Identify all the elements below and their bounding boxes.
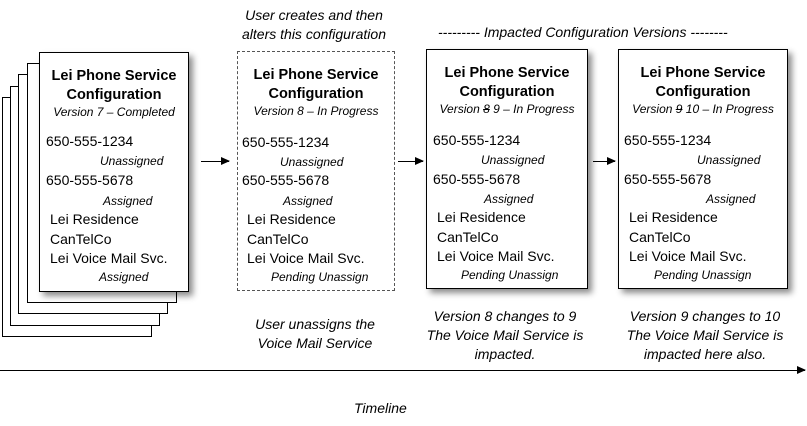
note-line-3: impacted here also. xyxy=(643,346,767,362)
card-title: Lei Phone Service Configuration xyxy=(619,64,787,102)
note-line-2: The Voice Mail Service is xyxy=(626,327,784,343)
card-title: Lei Phone Service Configuration xyxy=(238,66,394,104)
residence-line: Lei Residence xyxy=(437,209,526,225)
note-line-2: Voice Mail Service xyxy=(257,335,373,351)
phone-number-1-status: Unassigned xyxy=(697,153,761,167)
phone-number-2: 650-555-5678 xyxy=(624,171,712,187)
config-card-version-10: Lei Phone Service Configuration Version … xyxy=(618,49,788,289)
version-struck-number: 9 xyxy=(675,102,683,116)
note-line-3: impacted. xyxy=(474,346,536,362)
phone-number-1-status: Unassigned xyxy=(100,154,164,168)
voicemail-status: Pending Unassign xyxy=(271,270,369,284)
residence-line: Lei Residence xyxy=(50,211,139,227)
top-note-line-1: User creates and then xyxy=(245,7,383,23)
voicemail-line: Lei Voice Mail Svc. xyxy=(50,250,168,266)
note-line-1: Version 9 changes to 10 xyxy=(629,308,781,324)
voicemail-status: Assigned xyxy=(99,270,149,284)
carrier-line: CanTelCo xyxy=(629,229,691,245)
phone-number-1-status: Unassigned xyxy=(280,155,344,169)
carrier-line: CanTelCo xyxy=(50,231,112,247)
voicemail-line: Lei Voice Mail Svc. xyxy=(629,248,747,264)
phone-number-1-status: Unassigned xyxy=(481,153,545,167)
voicemail-line: Lei Voice Mail Svc. xyxy=(247,250,365,266)
phone-number-2: 650-555-5678 xyxy=(242,172,330,188)
version-struck-number: 8 xyxy=(483,102,490,116)
note-line-1: Version 8 changes to 9 xyxy=(433,308,577,324)
phone-number-2-status: Assigned xyxy=(484,192,534,206)
phone-number-1: 650-555-1234 xyxy=(624,132,712,148)
timeline-label: Timeline xyxy=(354,400,407,416)
arrow-to-version-10 xyxy=(593,157,616,165)
residence-line: Lei Residence xyxy=(247,211,336,227)
card-title-line-1: Lei Phone Service xyxy=(253,67,379,83)
card-version: Version 7 – Completed xyxy=(53,105,175,119)
card-title-line-2: Configuration xyxy=(268,86,364,102)
phone-number-1: 650-555-1234 xyxy=(433,132,521,148)
voicemail-line: Lei Voice Mail Svc. xyxy=(437,248,555,264)
version-suffix: 9 – In Progress xyxy=(489,102,575,116)
carrier-line: CanTelCo xyxy=(247,231,309,247)
residence-line: Lei Residence xyxy=(629,209,718,225)
phone-number-2-status: Assigned xyxy=(103,194,153,208)
card-title-line-2: Configuration xyxy=(655,84,751,100)
phone-number-2-status: Assigned xyxy=(706,192,756,206)
note-version-8-to-9: Version 8 changes to 9 The Voice Mail Se… xyxy=(405,307,605,364)
card-title-line-2: Configuration xyxy=(459,84,555,100)
voicemail-status: Pending Unassign xyxy=(654,268,752,282)
card-title-line-1: Lei Phone Service xyxy=(444,65,570,81)
phone-number-2: 650-555-5678 xyxy=(46,172,134,188)
version-prefix: Version xyxy=(632,102,676,116)
voicemail-status: Pending Unassign xyxy=(461,268,559,282)
note-line-1: User unassigns the xyxy=(255,316,375,332)
card-version: Version 8 9 – In Progress xyxy=(427,102,587,116)
phone-number-2-status: Assigned xyxy=(283,194,333,208)
note-line-2: The Voice Mail Service is xyxy=(426,327,584,343)
phone-number-1: 650-555-1234 xyxy=(46,133,134,149)
phone-number-2: 650-555-5678 xyxy=(433,171,521,187)
carrier-line: CanTelCo xyxy=(437,229,499,245)
phone-number-1: 650-555-1234 xyxy=(242,134,330,150)
config-card-version-8: Lei Phone Service Configuration Version … xyxy=(237,51,395,291)
card-title-line-1: Lei Phone Service xyxy=(640,65,766,81)
top-note-line-2: alters this configuration xyxy=(242,26,386,42)
card-title-line-1: Lei Phone Service xyxy=(51,68,177,84)
config-card-version-7: Lei Phone Service Configuration Version … xyxy=(39,52,189,292)
note-version-9-to-10: Version 9 changes to 10 The Voice Mail S… xyxy=(605,307,805,364)
arrow-to-version-8 xyxy=(201,157,230,165)
version-prefix: Version xyxy=(439,102,484,116)
arrow-to-version-9 xyxy=(398,157,424,165)
impacted-versions-header: --------- Impacted Configuration Version… xyxy=(438,24,728,40)
config-card-version-9: Lei Phone Service Configuration Version … xyxy=(426,49,588,289)
card-title: Lei Phone Service Configuration xyxy=(427,64,587,102)
card-title-line-2: Configuration xyxy=(66,87,162,103)
card-title: Lei Phone Service Configuration xyxy=(40,67,188,105)
note-user-unassigns: User unassigns the Voice Mail Service xyxy=(225,315,405,353)
card-version: Version 9 10 – In Progress xyxy=(619,102,787,116)
top-note: User creates and then alters this config… xyxy=(214,6,414,44)
timeline-arrow xyxy=(0,366,806,374)
card-version: Version 8 – In Progress xyxy=(253,104,379,118)
version-suffix: 10 – In Progress xyxy=(682,102,774,116)
